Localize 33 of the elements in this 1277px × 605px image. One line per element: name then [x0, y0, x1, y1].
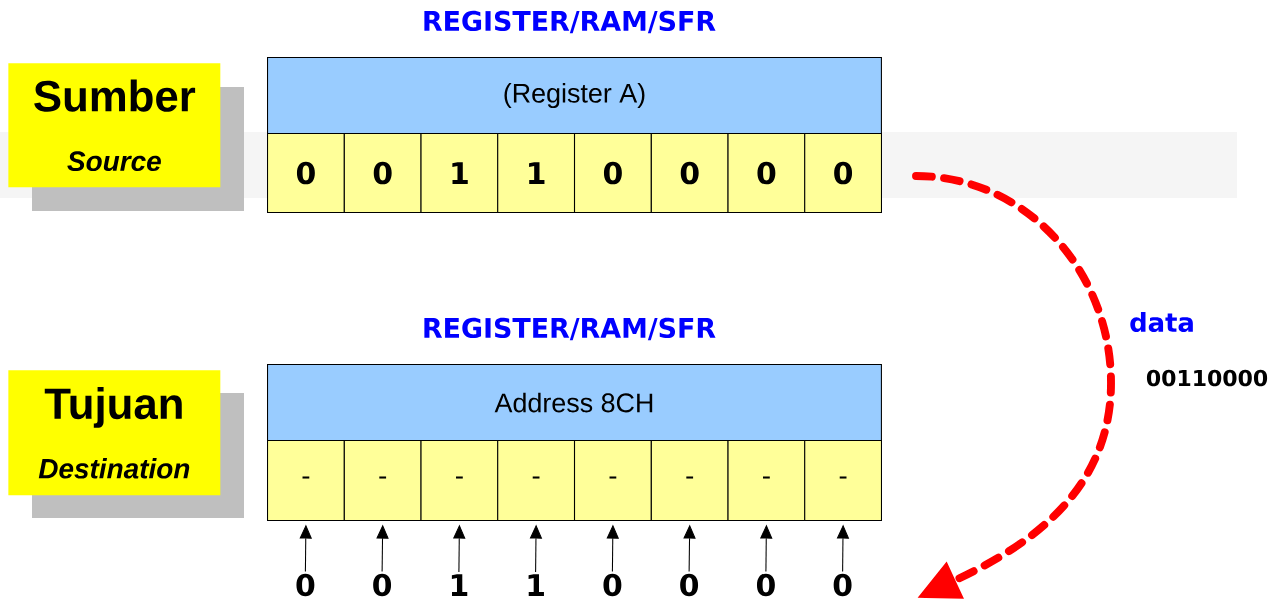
bit-cell: 0 — [574, 133, 652, 214]
bit-cell: - — [650, 440, 729, 522]
bit-value: 0 — [680, 573, 699, 597]
bit-value: 0 — [296, 573, 315, 597]
bit-value: 0 — [373, 573, 392, 597]
bit-cell: - — [497, 440, 575, 522]
register-header: (Register A) — [267, 57, 882, 135]
bit-value: 0 — [756, 573, 775, 597]
bit-cell: 0 — [804, 133, 882, 214]
dashed-arrow — [912, 172, 1115, 599]
bit-cell: - — [727, 440, 806, 522]
bit-cell: - — [574, 440, 652, 522]
bit-cell: - — [343, 440, 422, 522]
bit-value: 1 — [528, 574, 544, 596]
bit-value: 0 — [833, 573, 852, 597]
label-box: Tujuan Destination — [8, 370, 244, 518]
register-title: REGISTER/RAM/SFR — [424, 317, 716, 341]
label-box: Sumber Source — [8, 63, 244, 211]
bit-value: 0 — [603, 573, 622, 597]
data-value: 00110000 — [1146, 369, 1268, 387]
bit-cell: 0 — [267, 133, 345, 214]
bit-cell: 1 — [497, 133, 575, 214]
bit-cell: 0 — [343, 133, 422, 214]
bit-cell: - — [267, 440, 345, 522]
bit-cell: - — [420, 440, 499, 522]
register-header: Address 8CH — [267, 364, 882, 442]
bit-cell: 0 — [727, 133, 806, 214]
bit-value: 1 — [451, 574, 468, 596]
bit-cell: 0 — [650, 133, 729, 214]
bit-cell: 1 — [420, 133, 499, 214]
bit-cell: - — [804, 440, 882, 522]
data-label: data — [1130, 312, 1193, 332]
register-title: REGISTER/RAM/SFR — [424, 10, 716, 34]
